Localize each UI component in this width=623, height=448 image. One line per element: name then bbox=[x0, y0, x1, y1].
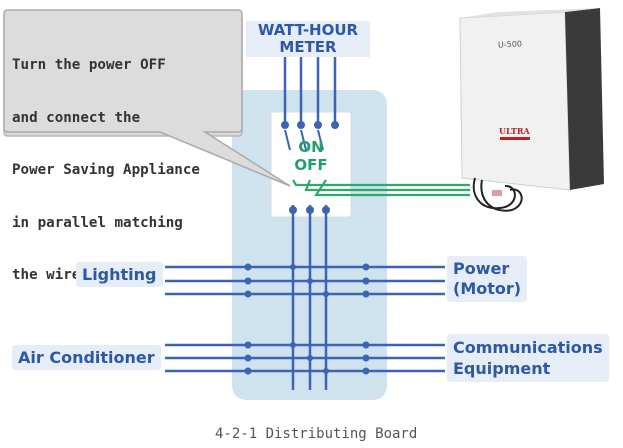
power-line-1: Power bbox=[453, 259, 510, 278]
callout-line-4: in parallel matching bbox=[12, 214, 183, 231]
meter-line-1: WATT-HOUR bbox=[257, 21, 359, 39]
appliance-wires bbox=[292, 179, 470, 197]
callout-bubble bbox=[3, 9, 291, 187]
callout-line-2: and connect the bbox=[12, 109, 141, 126]
watt-hour-meter-label: WATT-HOUR METER bbox=[246, 21, 370, 57]
meter-input-wires bbox=[283, 55, 337, 125]
comm-line-1: Communications bbox=[453, 338, 603, 357]
power-motor-label: Power (Motor) bbox=[447, 256, 528, 302]
switch-levers bbox=[284, 129, 324, 151]
air-conditioner-label: Air Conditioner bbox=[12, 345, 161, 370]
bus-bar-dots bbox=[289, 206, 330, 214]
switch-on-label: ON bbox=[298, 138, 324, 156]
branch-circuits bbox=[165, 265, 445, 373]
device-model-label: U-500 bbox=[497, 39, 523, 50]
device-brand-logo: ULTRA bbox=[499, 126, 530, 136]
power-line-2: (Motor) bbox=[453, 279, 522, 298]
switch-off-label: OFF bbox=[294, 156, 328, 174]
power-saving-appliance bbox=[459, 8, 604, 212]
callout-line-3: Power Saving Appliance bbox=[12, 162, 200, 178]
meter-input-dots bbox=[281, 121, 339, 129]
figure-caption: 4-2-1 Distributing Board bbox=[215, 426, 418, 442]
communications-equipment-label: Communications Equipment bbox=[447, 334, 609, 382]
branch-dots bbox=[244, 263, 370, 375]
switch-state-label: ON OFF bbox=[280, 138, 342, 174]
lighting-label: Lighting bbox=[76, 262, 163, 287]
callout-line-1: Turn the power OFF bbox=[12, 57, 166, 73]
comm-line-2: Equipment bbox=[453, 359, 551, 378]
meter-line-2: METER bbox=[279, 38, 337, 56]
